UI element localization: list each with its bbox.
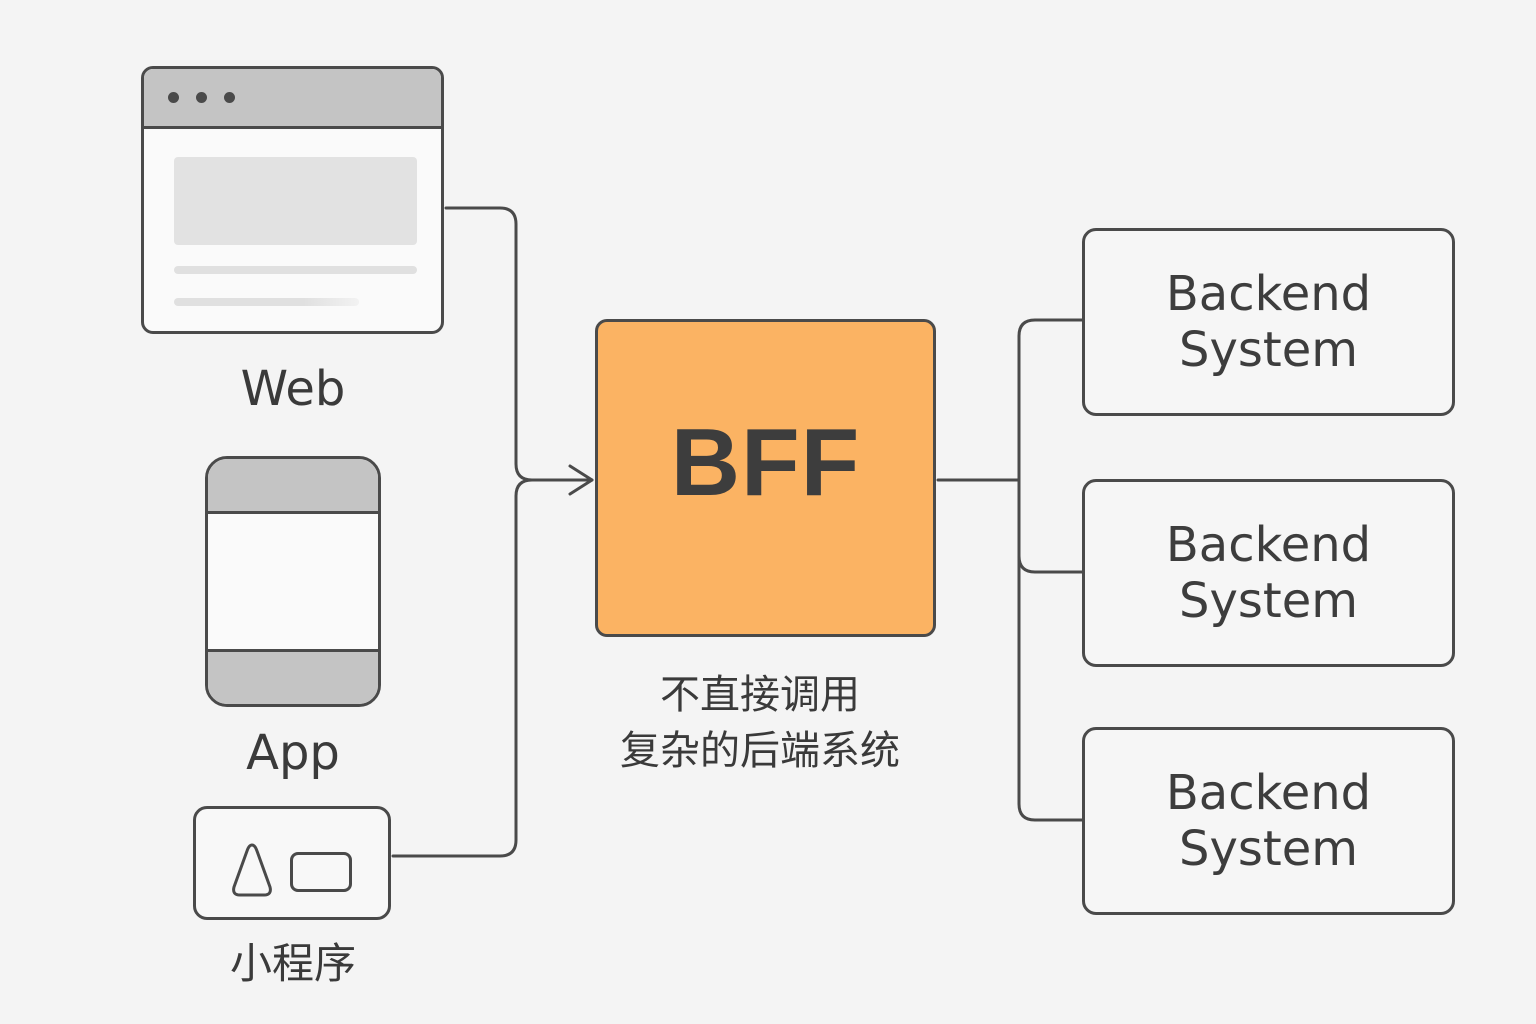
app-label: App — [246, 725, 340, 781]
backend-label-line1: Backend — [1165, 517, 1372, 573]
window-dot-icon — [196, 92, 207, 103]
window-dot-icon — [224, 92, 235, 103]
content-line — [174, 266, 417, 274]
backend-label-line1: Backend — [1165, 765, 1372, 821]
content-block — [174, 157, 417, 245]
bff-note: 不直接调用 复杂的后端系统 — [570, 667, 950, 779]
backend-label-line2: System — [1179, 821, 1358, 877]
mini-connector — [391, 478, 534, 858]
mini-program-icon — [193, 806, 391, 920]
bff-arrowhead — [568, 464, 594, 496]
backend-system-node: Backend System — [1082, 228, 1455, 416]
backend-system-node: Backend System — [1082, 479, 1455, 667]
web-connector — [444, 206, 594, 482]
backend-branch-middle — [1017, 554, 1084, 574]
bff-node: BFF — [595, 319, 936, 637]
backend-label-line2: System — [1179, 573, 1358, 629]
phone-top-bar — [208, 459, 378, 514]
bff-title: BFF — [670, 409, 861, 516]
content-line — [174, 298, 359, 306]
bff-note-line1: 不直接调用 — [660, 672, 860, 718]
web-browser-icon — [141, 66, 444, 334]
mobile-phone-icon — [205, 456, 381, 707]
web-label: Web — [240, 361, 346, 417]
bff-note-line2: 复杂的后端系统 — [620, 728, 900, 774]
rectangle-icon — [290, 852, 352, 892]
phone-bottom-bar — [208, 649, 378, 704]
backend-system-node: Backend System — [1082, 727, 1455, 915]
browser-titlebar — [144, 69, 441, 129]
mini-program-label: 小程序 — [229, 939, 356, 988]
backend-label-line2: System — [1179, 322, 1358, 378]
window-dot-icon — [168, 92, 179, 103]
triangle-icon — [232, 843, 272, 897]
backend-label-line1: Backend — [1165, 266, 1372, 322]
backend-trunk — [1017, 318, 1084, 822]
